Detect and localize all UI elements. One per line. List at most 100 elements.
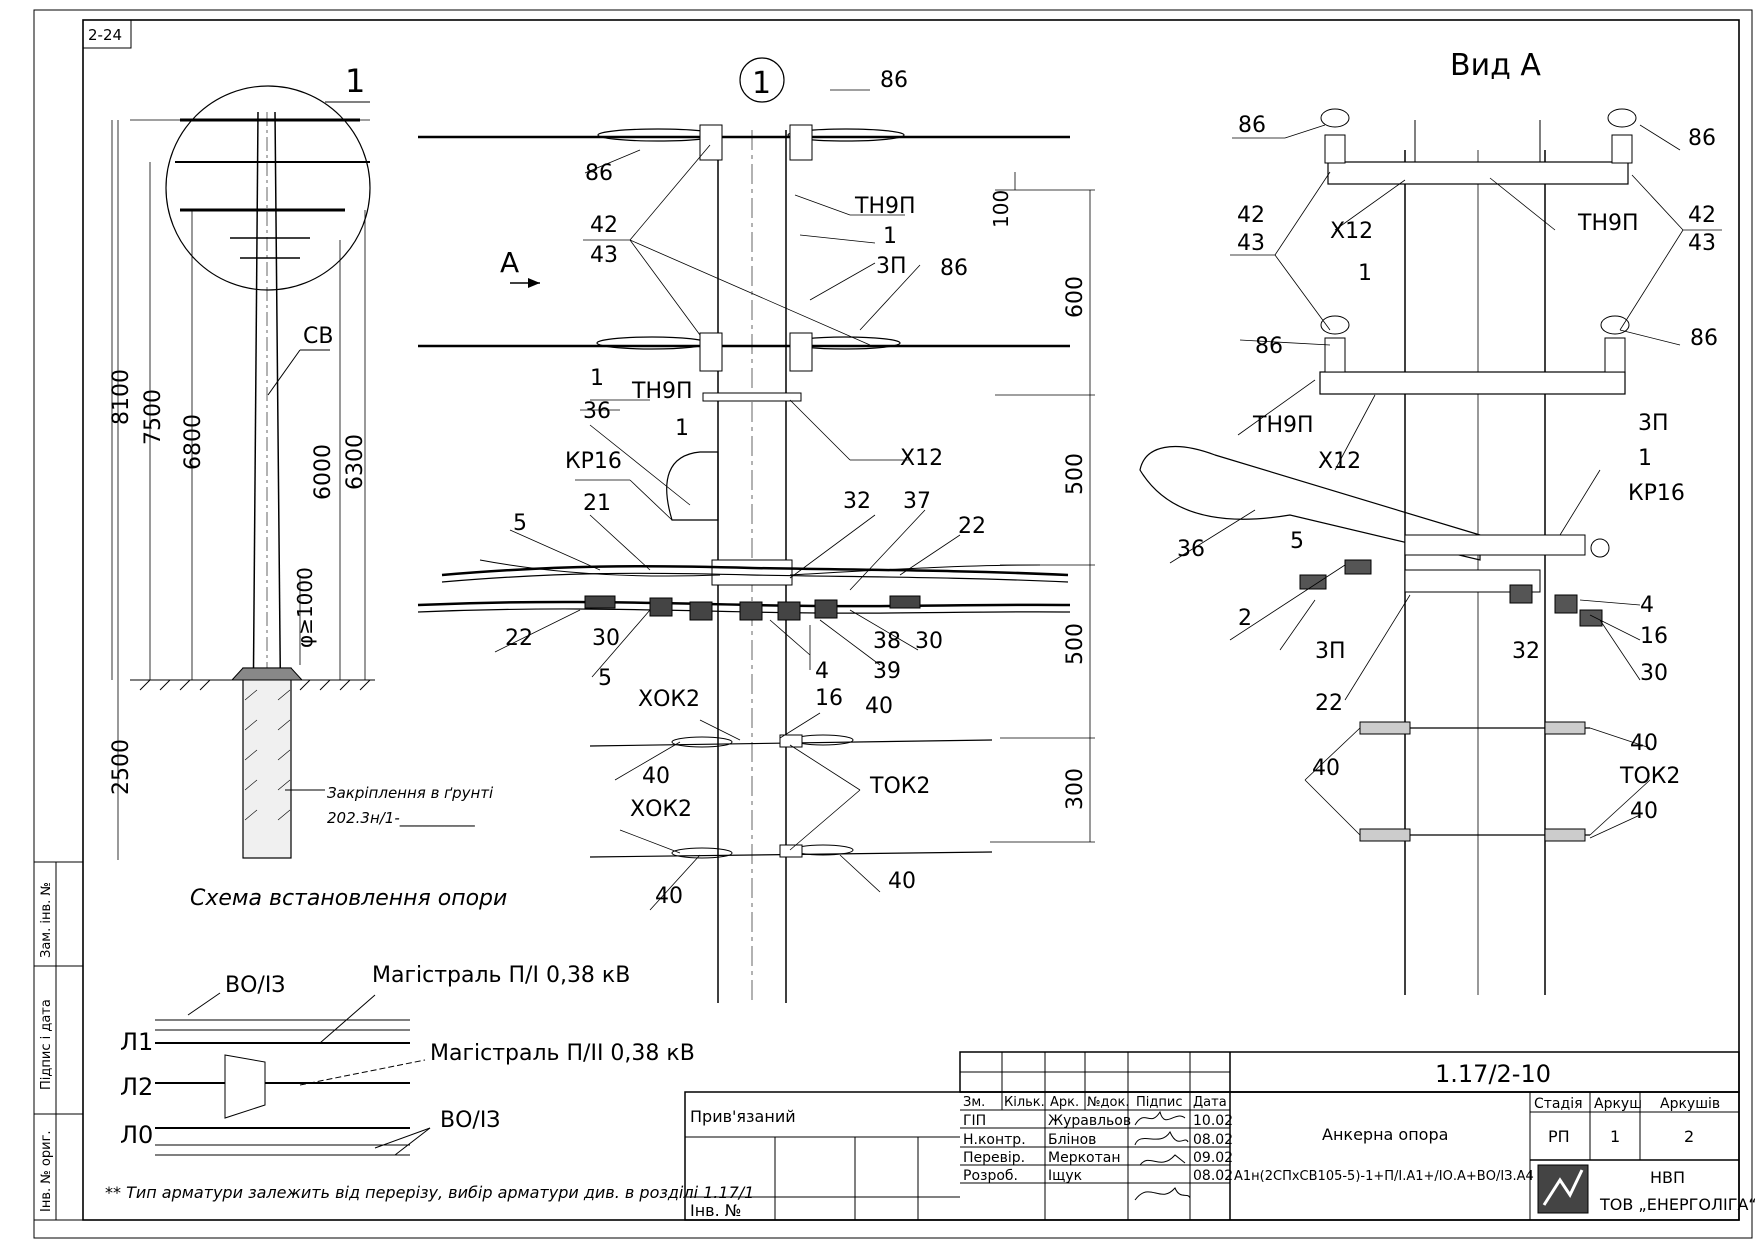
signature-scribbles — [1134, 1110, 1191, 1201]
dim-6000: 6000 — [311, 444, 336, 500]
label-5: 5 — [598, 666, 612, 691]
col-header: Арк. — [1050, 1095, 1079, 1110]
legend-mag-pl: Магістраль П/І 0,38 кВ — [372, 963, 630, 988]
label-kp16: КР16 — [1628, 481, 1685, 506]
dim-500a: 500 — [1063, 453, 1088, 495]
stage-header: Стадія — [1534, 1096, 1583, 1112]
label-1: 1 — [675, 416, 689, 441]
label-36: 36 — [1177, 537, 1205, 562]
label-tok2: ТОК2 — [869, 774, 930, 799]
detail-callout-label: 1 — [345, 62, 365, 100]
label-42: 42 — [1237, 203, 1265, 228]
label-x12: Х12 — [1318, 449, 1361, 474]
label-86: 86 — [1688, 126, 1716, 151]
label-22: 22 — [505, 626, 533, 651]
legend: ВО/ІЗ Магістраль П/І 0,38 кВ Магістраль … — [120, 963, 695, 1156]
label-32: 32 — [843, 489, 871, 514]
view-arrow-label: А — [500, 246, 519, 279]
label-22: 22 — [958, 514, 986, 539]
label-32: 32 — [1512, 639, 1540, 664]
col-header: №док. — [1087, 1095, 1129, 1110]
label-1: 1 — [1638, 446, 1652, 471]
label-40: 40 — [1630, 731, 1658, 756]
stamp-inv-orig: Інв. № ориг. — [39, 1130, 54, 1212]
label-1: 1 — [590, 366, 604, 391]
doc-title: Анкерна опора — [1322, 1125, 1448, 1144]
label-38: 38 — [873, 629, 901, 654]
privyazaniy-label: Прив'язаний — [690, 1107, 796, 1126]
legend-mag-pli: Магістраль П/ІІ 0,38 кВ — [430, 1041, 695, 1066]
label-22: 22 — [1315, 691, 1343, 716]
legend-line-label: Л0 — [120, 1121, 153, 1149]
label-36: 36 — [583, 399, 611, 424]
legend-line-label: Л1 — [120, 1028, 153, 1056]
stamp-zam-inv: Зам. інв. № — [39, 882, 54, 958]
row-name: Іщук — [1048, 1168, 1082, 1184]
label-86: 86 — [1690, 326, 1718, 351]
company-logo-icon — [1537, 1164, 1589, 1214]
sheet-id: 2-24 — [88, 26, 122, 44]
row-date: 09.02 — [1193, 1150, 1233, 1166]
label-86: 86 — [940, 256, 968, 281]
row-date: 10.02 — [1193, 1113, 1233, 1129]
scheme-caption: Схема встановлення опори — [190, 886, 507, 911]
label-x12: Х12 — [1330, 219, 1373, 244]
foundation-ref: 202.3н/1-__________ — [327, 809, 475, 828]
doc-spec: А1н(2СПхСВ105-5)-1+П/І.А1+/ІО.А+ВО/ІЗ.А4 — [1234, 1169, 1534, 1184]
label-2: 2 — [1238, 606, 1252, 631]
sheets-header: Аркушів — [1660, 1096, 1720, 1112]
footnote: ** Тип арматури залежить від перерізу, в… — [105, 1183, 754, 1202]
org-line2: ТОВ „ЕНЕРГОЛІГА“ — [1599, 1195, 1755, 1214]
left-view: 1 — [109, 62, 507, 911]
dim-100: 100 — [989, 190, 1013, 228]
title-block: Прив'язаний Інв. № Зм. Кільк. Арк. №док.… — [684, 1051, 1755, 1221]
label-40: 40 — [865, 694, 893, 719]
dim-6300: 6300 — [343, 434, 368, 490]
label-40: 40 — [655, 884, 683, 909]
label-tok2: ТОК2 — [1619, 764, 1680, 789]
row-name: Журавльов — [1048, 1113, 1131, 1129]
dim-600: 600 — [1063, 276, 1088, 318]
label-xok2: ХОК2 — [630, 797, 692, 822]
col-header: Зм. — [963, 1095, 985, 1110]
label-4: 4 — [815, 659, 829, 684]
label-1: 1 — [883, 224, 897, 249]
label-kp16: КР16 — [565, 449, 622, 474]
label-37: 37 — [903, 489, 931, 514]
right-view: Вид А — [1139, 48, 1722, 995]
legend-line-label: Л2 — [120, 1073, 153, 1101]
label-tn9p: ТН9П — [854, 194, 916, 219]
label-tn9p: ТН9П — [1252, 413, 1314, 438]
side-stamp: Зам. інв. № Підпис і дата Інв. № ориг. — [33, 861, 84, 1221]
stamp-pidpys: Підпис і дата — [39, 999, 54, 1090]
row-date: 08.02 — [1193, 1132, 1233, 1148]
row-date: 08.02 — [1193, 1168, 1233, 1184]
inv-no-label: Інв. № — [690, 1201, 741, 1220]
sheet-header: Аркуш — [1594, 1096, 1642, 1112]
label-x12: Х12 — [900, 446, 943, 471]
dim-300: 300 — [1063, 768, 1088, 810]
center-view: 1 — [417, 57, 1095, 1003]
dim-phi: φ≥1000 — [293, 567, 317, 648]
label-16: 16 — [1640, 624, 1668, 649]
label-40: 40 — [888, 869, 916, 894]
detail-callout-circle — [165, 85, 371, 291]
label-30: 30 — [915, 629, 943, 654]
row-role: Перевір. — [963, 1150, 1025, 1166]
dim-8100: 8100 — [109, 369, 134, 425]
view-title: 1 — [752, 66, 771, 101]
sheets-value: 2 — [1684, 1127, 1694, 1146]
label-43: 43 — [590, 243, 618, 268]
label-21: 21 — [583, 491, 611, 516]
label-3p: 3П — [1638, 411, 1669, 436]
legend-vol3: ВО/ІЗ — [440, 1108, 500, 1133]
label-86: 86 — [1255, 334, 1283, 359]
row-name: Меркотан — [1048, 1150, 1121, 1166]
org-line1: НВП — [1650, 1168, 1685, 1187]
label-cv: СВ — [303, 324, 333, 349]
dim-2500: 2500 — [109, 739, 134, 795]
dim-7500: 7500 — [141, 389, 166, 445]
label-86: 86 — [585, 161, 613, 186]
stage-value: РП — [1548, 1127, 1570, 1146]
